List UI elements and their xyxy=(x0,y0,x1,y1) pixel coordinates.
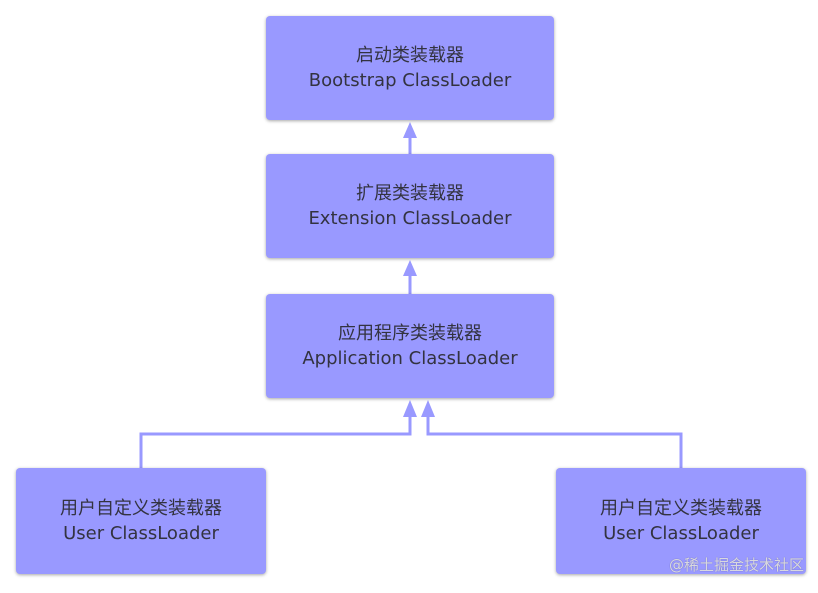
watermark: @稀土掘金技术社区 xyxy=(668,556,804,574)
node-label-en: Extension ClassLoader xyxy=(308,208,512,229)
arrowhead-application-left xyxy=(403,400,417,417)
node-label-zh: 用户自定义类装载器 xyxy=(60,498,222,519)
arrowhead-extension xyxy=(403,260,417,276)
arrowhead-bootstrap xyxy=(403,122,417,138)
application-classloader-node: 应用程序类装载器 Application ClassLoader xyxy=(266,294,554,398)
user-classloader-node-left: 用户自定义类装载器 User ClassLoader xyxy=(16,468,266,574)
node-label-en: Application ClassLoader xyxy=(302,348,518,369)
node-label-zh: 启动类装载器 xyxy=(356,45,464,66)
node-label-zh: 用户自定义类装载器 xyxy=(600,498,762,519)
node-label-en: User ClassLoader xyxy=(63,523,219,544)
arrow-user-left-to-application xyxy=(139,416,412,468)
node-label-en: User ClassLoader xyxy=(603,523,759,544)
extension-classloader-node: 扩展类装载器 Extension ClassLoader xyxy=(266,154,554,258)
node-label-en: Bootstrap ClassLoader xyxy=(308,70,512,91)
user-classloader-node-right: 用户自定义类装载器 User ClassLoader xyxy=(556,468,806,574)
node-label-zh: 扩展类装载器 xyxy=(356,183,464,204)
bootstrap-classloader-node: 启动类装载器 Bootstrap ClassLoader xyxy=(266,16,554,120)
arrow-user-right-to-application xyxy=(426,416,683,468)
arrowhead-application-right xyxy=(421,400,435,417)
node-label-zh: 应用程序类装载器 xyxy=(338,323,482,344)
